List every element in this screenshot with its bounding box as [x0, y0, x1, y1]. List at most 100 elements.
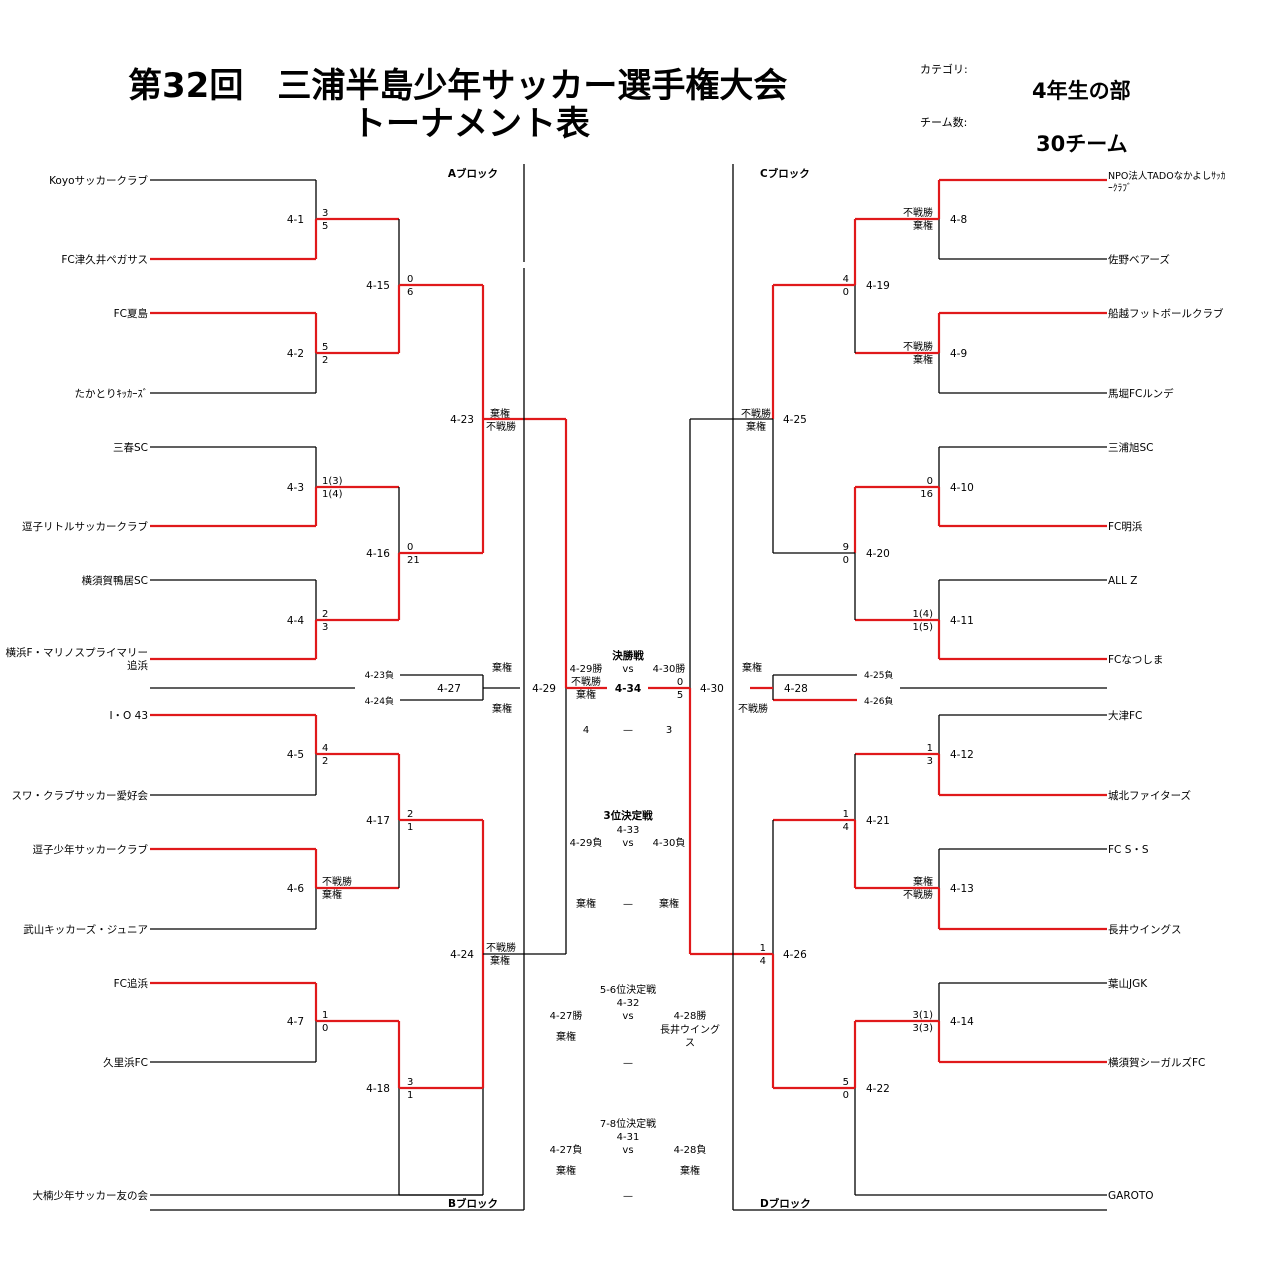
match-score: 16	[920, 489, 933, 500]
seventh-label: 7-8位決定戦	[600, 1117, 656, 1130]
team-name-right: FC明浜	[1108, 521, 1143, 533]
team-name-right: 船越フットボールクラブ	[1108, 307, 1224, 320]
match-score: 2	[322, 355, 328, 366]
team-name-right: 馬堀FCルンデ	[1108, 387, 1174, 400]
block-b-label: Bブロック	[448, 1197, 498, 1210]
final-left-result: 棄権	[576, 688, 596, 701]
match-score: 0	[407, 274, 413, 285]
third-left-source: 4-29負	[570, 837, 603, 849]
match-score: 3	[322, 208, 328, 219]
match-id: 4-23	[450, 414, 474, 426]
category-value: 4年生の部	[1032, 79, 1131, 103]
m28-source-bottom: 4-26負	[864, 695, 893, 707]
final-right-source: 4-30勝	[653, 662, 686, 675]
fifth-dash: —	[623, 1058, 633, 1069]
third-right-source: 4-30負	[653, 837, 686, 849]
team-name-left: 横須賀鴨居SC	[82, 574, 149, 587]
final-pk-right: 3	[666, 725, 672, 736]
team-name-left: スワ・クラブサッカー愛好会	[12, 789, 149, 802]
page-subtitle: トーナメント表	[352, 104, 590, 144]
fifth-vs: vs	[622, 1011, 633, 1022]
match-id: 4-8	[950, 214, 967, 226]
match-score: 不戦勝	[486, 420, 516, 433]
match-score: 4	[843, 822, 849, 833]
third-left-result: 棄権	[576, 897, 596, 910]
match-score: 棄権	[913, 875, 933, 888]
team-name-left: たかとりｷｯｶｰｽﾞ	[75, 388, 149, 400]
third-match-id: 4-33	[617, 825, 640, 836]
match-id: 4-10	[950, 482, 974, 494]
match-id: 4-19	[866, 280, 890, 292]
seventh-left-source: 4-27負	[550, 1144, 583, 1156]
match-id: 4-11	[950, 615, 974, 627]
m28-source-top: 4-25負	[864, 669, 893, 681]
fifth-right-source: 4-28勝	[674, 1009, 707, 1022]
team-name-left: FC夏島	[114, 307, 148, 320]
match-score: 2	[322, 609, 328, 620]
match-id: 4-26	[783, 949, 807, 961]
team-name-right: ALL Z	[1108, 575, 1137, 587]
match-id: 4-9	[950, 348, 967, 360]
third-dash: —	[623, 899, 633, 910]
match-id: 4-28	[784, 683, 808, 695]
match-score: 0	[843, 555, 849, 566]
match-id: 4-2	[287, 348, 304, 360]
match-score: 棄権	[746, 420, 766, 433]
match-score: 棄権	[322, 888, 342, 901]
match-score: 1	[407, 822, 413, 833]
match-id: 4-18	[366, 1083, 390, 1095]
seventh-dash: —	[623, 1191, 633, 1202]
match-id: 4-16	[366, 548, 390, 560]
final-label: 決勝戦	[612, 649, 644, 662]
seventh-match-id: 4-31	[617, 1132, 640, 1143]
match-score: 5	[843, 1077, 849, 1088]
team-name-right: 長井ウイングス	[1108, 923, 1182, 936]
category-label: カテゴリ:	[920, 63, 968, 76]
block-d-label: Dブロック	[760, 1197, 811, 1210]
match-id: 4-3	[287, 482, 304, 494]
match-score: 棄権	[742, 661, 762, 674]
team-name-left: 三春SC	[113, 442, 148, 454]
team-name-right: FCなつしま	[1108, 654, 1163, 666]
match-score: 0	[843, 1090, 849, 1101]
match-score: 3	[407, 1077, 413, 1088]
m27-source-top: 4-23負	[365, 669, 394, 681]
match-id: 4-30	[700, 683, 724, 695]
team-name-right: 横須賀シーガルズFC	[1108, 1056, 1205, 1069]
match-id: 4-29	[532, 683, 556, 695]
teams-value: 30チーム	[1036, 132, 1128, 156]
match-score: 1	[927, 743, 933, 754]
team-name-right: FC S・S	[1108, 844, 1149, 856]
match-score: 棄権	[492, 661, 512, 674]
match-score: 不戦勝	[738, 702, 768, 715]
match-score: 棄権	[913, 219, 933, 232]
match-id: 4-7	[287, 1016, 304, 1028]
match-score: 21	[407, 555, 420, 566]
match-id: 4-21	[866, 815, 890, 827]
match-score: 1	[322, 1010, 328, 1021]
match-score: 1(5)	[912, 622, 933, 633]
final-pk-left: 4	[583, 725, 589, 736]
team-name-right: ｰｸﾗﾌﾞ	[1108, 183, 1132, 194]
match-score: 不戦勝	[741, 407, 771, 420]
final-right-score: 5	[677, 690, 683, 701]
team-name-left: 逗子リトルサッカークラブ	[22, 520, 148, 533]
match-id: 4-14	[950, 1016, 974, 1028]
match-score: 不戦勝	[486, 941, 516, 954]
match-score: 4	[843, 274, 849, 285]
fifth-left-result: 棄権	[556, 1030, 576, 1043]
third-label: 3位決定戦	[603, 809, 653, 822]
match-score: 1	[760, 943, 766, 954]
match-score: 不戦勝	[903, 206, 933, 219]
final-match-id: 4-34	[615, 683, 641, 695]
team-name-left: 大楠少年サッカー友の会	[33, 1189, 149, 1202]
match-score: 3(3)	[912, 1023, 933, 1034]
team-name-right: 城北ファイターズ	[1108, 789, 1191, 802]
match-id: 4-13	[950, 883, 974, 895]
match-id: 4-6	[287, 883, 304, 895]
fifth-label: 5-6位決定戦	[600, 983, 656, 996]
match-score: 不戦勝	[322, 875, 352, 888]
match-score: 1(3)	[322, 476, 343, 487]
final-dash: —	[623, 725, 633, 736]
block-c-label: Cブロック	[760, 167, 810, 180]
